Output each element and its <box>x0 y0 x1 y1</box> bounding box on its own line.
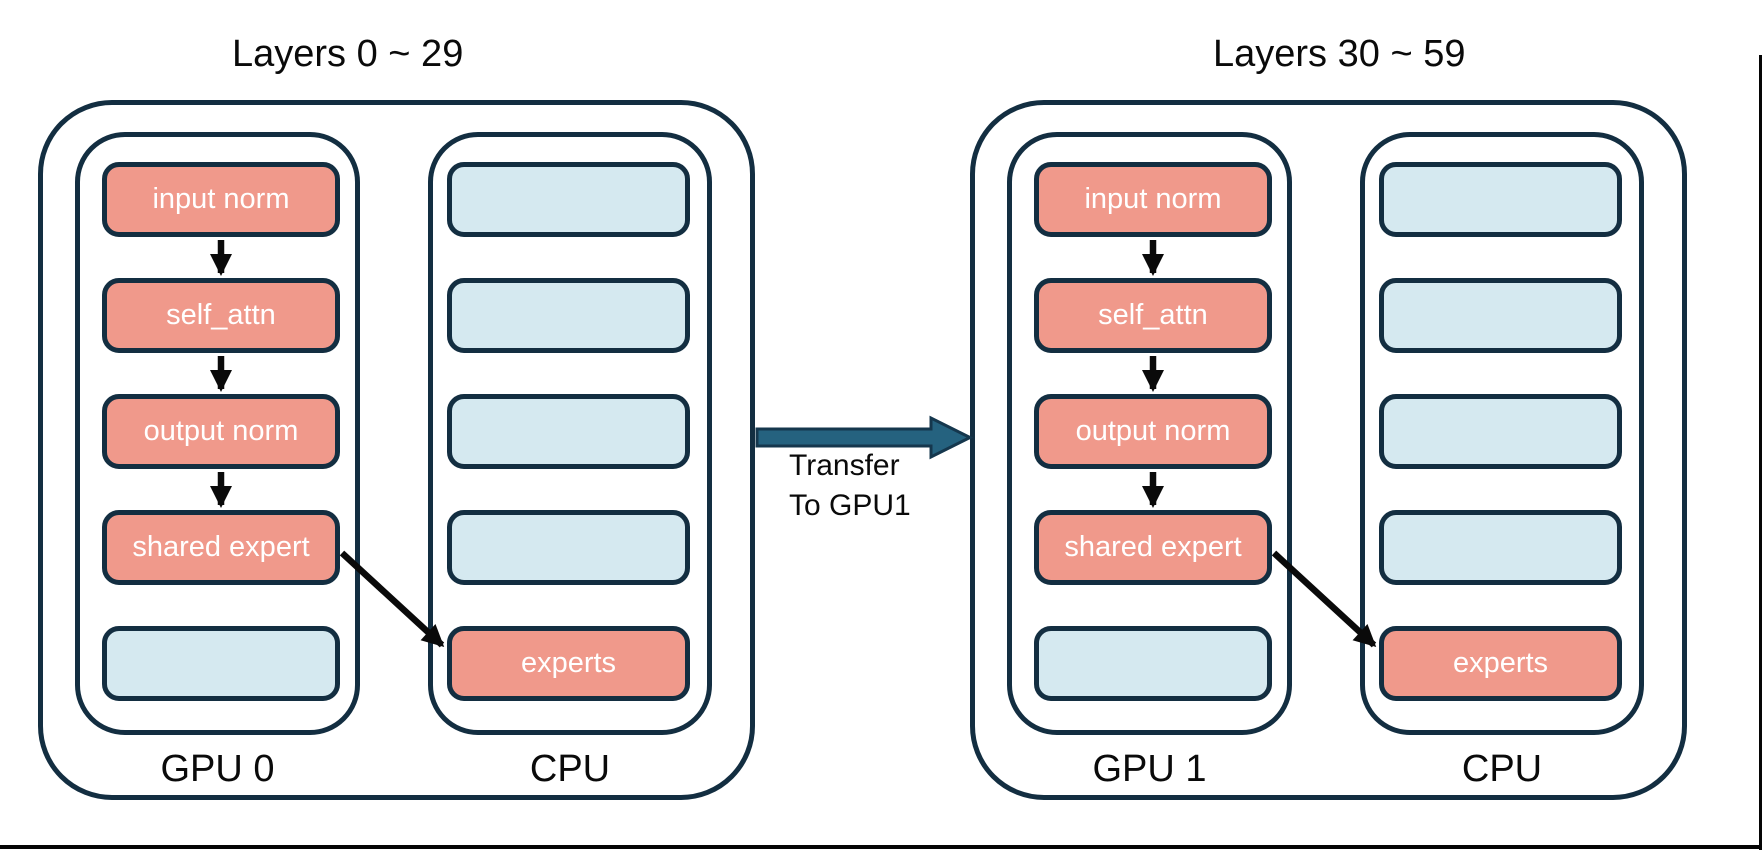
module-box-experts: experts <box>1379 626 1622 701</box>
empty-slot <box>447 394 690 469</box>
module-label: self_attn <box>166 299 276 331</box>
cpu-label: CPU <box>1461 748 1543 790</box>
module-box-self-attn: self_attn <box>102 278 340 353</box>
figure-bottom-border <box>0 845 1762 849</box>
module-box-output-norm: output norm <box>1034 394 1272 469</box>
empty-slot <box>102 626 340 701</box>
empty-slot <box>1379 162 1622 237</box>
group-title: Layers 0 ~ 29 <box>232 33 464 75</box>
module-box-input-norm: input norm <box>102 162 340 237</box>
module-label: experts <box>1452 647 1549 679</box>
empty-slot <box>1379 394 1622 469</box>
transfer-label-line1: Transfer <box>789 449 900 482</box>
module-label: self_attn <box>1098 299 1208 331</box>
group-title: Layers 30 ~ 59 <box>1213 33 1466 75</box>
module-box-shared-expert: shared expert <box>102 510 340 585</box>
transfer-label-line2: To GPU1 <box>789 489 911 522</box>
module-label: shared expert <box>1064 531 1242 563</box>
empty-slot <box>447 162 690 237</box>
module-box-output-norm: output norm <box>102 394 340 469</box>
empty-slot <box>447 510 690 585</box>
module-label: output norm <box>1075 415 1231 447</box>
module-box-shared-expert: shared expert <box>1034 510 1272 585</box>
empty-slot <box>1034 626 1272 701</box>
module-box-experts: experts <box>447 626 690 701</box>
empty-slot <box>447 278 690 353</box>
module-box-input-norm: input norm <box>1034 162 1272 237</box>
empty-slot <box>1379 278 1622 353</box>
module-box-self-attn: self_attn <box>1034 278 1272 353</box>
module-label: output norm <box>143 415 299 447</box>
figure-right-border <box>1759 55 1762 850</box>
cpu-label: CPU <box>529 748 611 790</box>
module-label: shared expert <box>132 531 310 563</box>
empty-slot <box>1379 510 1622 585</box>
module-label: input norm <box>152 183 290 215</box>
gpu-label: GPU 0 <box>160 748 275 790</box>
module-label: input norm <box>1084 183 1222 215</box>
gpu-label: GPU 1 <box>1092 748 1207 790</box>
module-label: experts <box>520 647 617 679</box>
